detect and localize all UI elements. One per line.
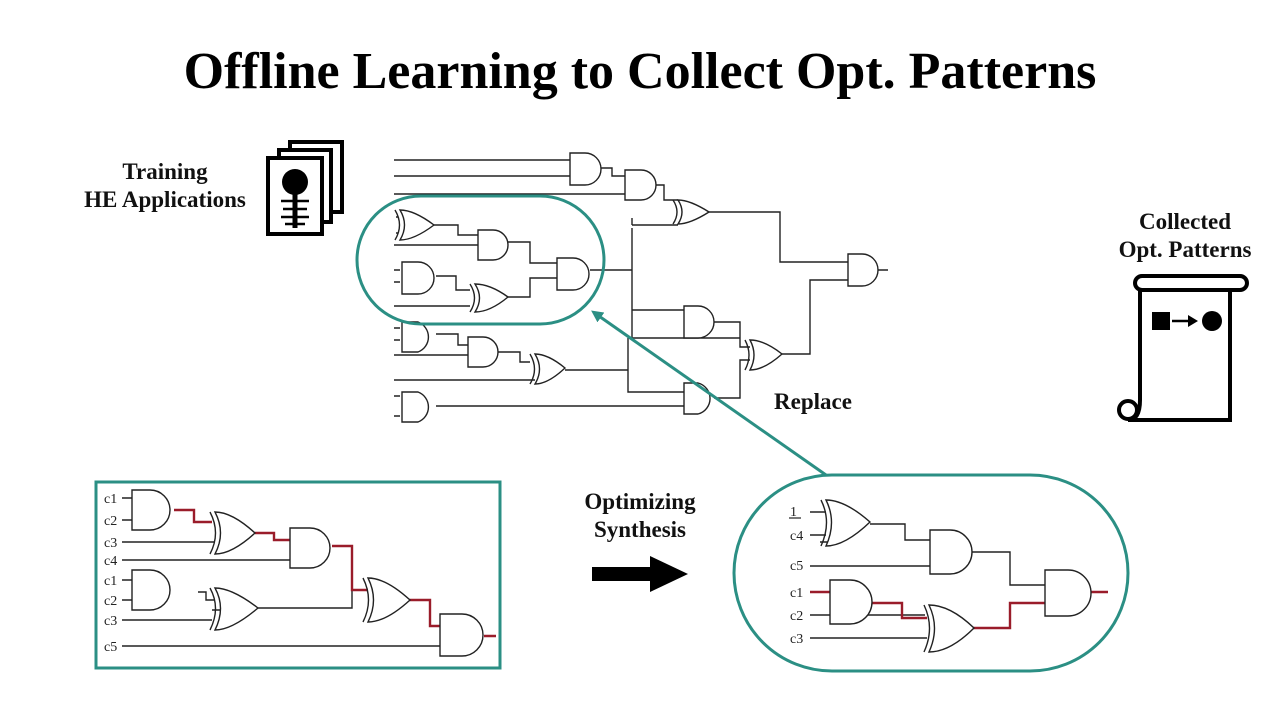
original-circuit [122,489,496,657]
input-label-1: c4 [790,529,803,544]
encrypted-documents-icon [266,140,344,236]
input-label-7: c5 [104,640,117,655]
input-label-3: c1 [790,586,803,601]
input-label-1: c2 [104,514,117,529]
page-title: Offline Learning to Collect Opt. Pattern… [183,43,1097,100]
original-circuit-input-labels: c1 c2 c3 c4 c1 c2 c3 c5 [104,492,117,655]
highlight-region-top [355,194,606,326]
optimized-circuit [810,499,1108,653]
square-shape [1152,312,1170,330]
input-label-0: 1 [790,505,797,520]
input-label-2: c3 [104,536,117,551]
input-label-4: c2 [790,609,803,624]
circle-shape [1202,311,1222,331]
scroll-icon [1117,274,1249,422]
synthesis-label: Optimizing Synthesis [560,488,720,543]
synthesis-label-line1: Optimizing [584,489,696,514]
input-label-2: c5 [790,559,803,574]
collected-label: Collected Opt. Patterns [1100,208,1270,263]
training-label-line1: Training [122,159,208,184]
training-label: Training HE Applications [60,158,270,213]
input-label-5: c3 [790,632,803,647]
synthesis-label-line2: Synthesis [593,516,687,542]
input-label-3: c4 [104,554,117,569]
input-label-5: c2 [104,594,117,609]
collected-label-line1: Collected [1139,209,1231,234]
top-circuit-wires [394,159,888,417]
collected-label-line2: Opt. Patterns [1118,236,1252,262]
highlight-region-optimized [732,473,1130,673]
synthesis-arrow [592,556,688,592]
replace-arrow [591,310,827,477]
input-label-0: c1 [104,492,117,507]
input-label-6: c3 [104,614,117,629]
optimized-circuit-input-labels: 1 c4 c5 c1 c2 c3 [790,505,803,647]
replace-label: Replace [774,389,852,414]
top-circuit-gates [394,152,879,423]
training-label-line2: HE Applications [84,186,246,212]
original-circuit-frame [94,480,502,670]
input-label-4: c1 [104,574,117,589]
